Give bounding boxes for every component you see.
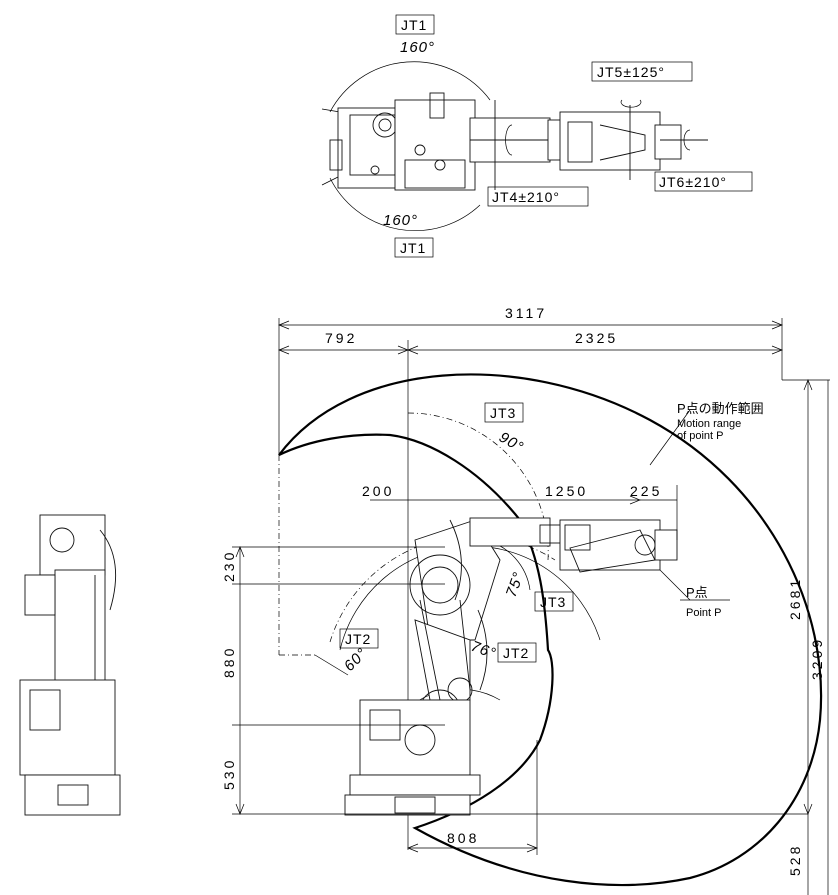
arrow-right-2325 <box>771 345 783 355</box>
jt1-bottom-box <box>394 237 434 258</box>
jt3-label-lower: JT3 <box>540 594 566 610</box>
arrow-left-2325 <box>407 345 419 355</box>
dim-bottom-808: 808 <box>447 830 479 846</box>
dim-h-230: 230 <box>221 550 237 582</box>
dim-height-3209: 3209 <box>809 637 825 680</box>
motion-range-envelope <box>278 373 823 887</box>
robot-rear-view <box>19 514 121 816</box>
jt2-label-right: JT2 <box>503 645 529 661</box>
dim-h-880: 880 <box>221 646 237 678</box>
jt5-label: JT5±125° <box>597 64 665 80</box>
jt1-angle-bottom: 160° <box>383 212 418 229</box>
point-p-jp: P点 <box>686 585 708 600</box>
jt2-label-left: JT2 <box>345 631 371 647</box>
jt2-leader-line <box>314 654 349 676</box>
jt1-angle-top: 160° <box>400 39 435 56</box>
dim-height-2681: 2681 <box>787 577 803 620</box>
arrow-left-792 <box>278 345 290 355</box>
jt4-rotation-icon <box>505 124 513 156</box>
motion-range-en-2: of point P <box>677 430 723 442</box>
jt1-sweep-arc <box>329 61 491 113</box>
jt2-left-box <box>339 628 379 649</box>
main-side-view: 3117 792 2325 200 1250 225 808 230 880 5… <box>221 305 830 895</box>
jt4-box <box>487 186 589 207</box>
jt1-label-bottom: JT1 <box>400 240 426 256</box>
jt2-angle-left: 60° <box>341 645 371 675</box>
dim-rear-reach: 792 <box>325 330 357 346</box>
motion-range-leader <box>649 409 691 466</box>
jt3-angle-upper: 90° <box>496 429 527 457</box>
robot-top-body <box>329 92 708 191</box>
arrow-right-3117 <box>771 320 783 330</box>
jt2-angle-right: 76° <box>469 638 499 663</box>
jt1-top-box <box>395 14 435 35</box>
jt1-arrow-top <box>321 108 341 113</box>
top-view: JT1 160° 160° JT1 JT5±125° JT4±210° JT6±… <box>321 14 753 258</box>
jt3-label-upper: JT3 <box>490 405 516 421</box>
jt3-lower-box <box>534 591 574 612</box>
arrow-bottom-530 <box>235 803 245 815</box>
dim-total-width: 3117 <box>505 305 547 321</box>
jt6-label: JT6±210° <box>659 174 727 190</box>
jt4-label: JT4±210° <box>492 189 560 205</box>
jt2-right-box <box>497 642 537 663</box>
jt6-rotation-icon <box>683 129 691 151</box>
arrow-left-3117 <box>278 320 290 330</box>
jt3-angle-lower: 75° <box>503 569 528 599</box>
arrow-bottom-2681 <box>803 803 813 815</box>
jt1-sweep-arc-lower <box>329 177 481 232</box>
dim-front-reach: 2325 <box>575 330 618 346</box>
dim-arm-1250: 1250 <box>545 483 588 499</box>
jt1-label-top: JT1 <box>401 17 427 33</box>
dim-h-530: 530 <box>221 758 237 790</box>
jt5-box <box>591 61 693 82</box>
arrow-left-808 <box>407 843 419 853</box>
dim-low-528: 528 <box>787 844 803 876</box>
point-p-en: Point P <box>686 607 721 619</box>
arrow-top-2681 <box>803 379 813 391</box>
jt1-arrow-bottom <box>321 175 341 186</box>
arrow-top-230 <box>235 546 245 558</box>
dim-wrist-225: 225 <box>630 483 662 499</box>
motion-range-jp: P点の動作範囲 <box>677 401 764 416</box>
jt5-rotation-icon <box>620 99 642 108</box>
dim-offset-200: 200 <box>362 483 394 499</box>
robot-arm-side <box>344 517 678 816</box>
motion-range-en-1: Motion range <box>677 418 741 430</box>
jt6-box <box>654 171 753 192</box>
jt3-upper-box <box>484 402 524 423</box>
